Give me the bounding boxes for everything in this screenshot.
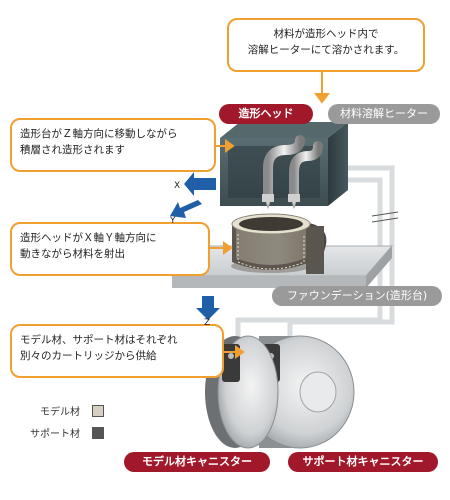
callout-cartridge: モデル材、サポート材はそれぞれ 別々のカートリッジから供給 (10, 324, 224, 378)
callout-connectors (208, 72, 330, 359)
label-heater: 材料溶解ヒーター (328, 104, 440, 124)
callout-stage: 造形台がＺ軸方向に移動しながら 積層され造形されます (10, 118, 216, 172)
label-model-canister: モデル材キャニスター (124, 452, 270, 472)
legend-support-swatch (92, 427, 104, 439)
y-axis-arrow (170, 200, 202, 218)
axis-label-y: Y (170, 216, 176, 226)
label-foundation: ファウンデーション(造形台) (272, 286, 442, 306)
label-support-canister: サポート材キャニスター (288, 452, 438, 472)
callout-melt: 材料が造形ヘッド内で 溶解ヒーターにて溶かされます。 (227, 18, 425, 72)
z-axis-arrow (196, 296, 220, 320)
build-head (220, 122, 348, 206)
legend-model-swatch (92, 405, 104, 417)
callout-head: 造形ヘッドがＸ軸Ｙ軸方向に 動きながら材料を射出 (10, 222, 210, 276)
axis-label-x: X (174, 181, 181, 191)
feed-tube-breaks (371, 211, 399, 223)
legend-support-label: サポート材 (30, 429, 80, 440)
heater-pipes (262, 135, 323, 210)
feed-tubes (235, 165, 395, 338)
label-head: 造形ヘッド (219, 104, 313, 124)
printed-object-mug (231, 213, 327, 274)
x-axis-arrow (184, 172, 216, 196)
legend-model-label: モデル材 (40, 407, 80, 418)
axis-label-z: Z (204, 318, 211, 328)
axis-arrows (170, 172, 220, 320)
